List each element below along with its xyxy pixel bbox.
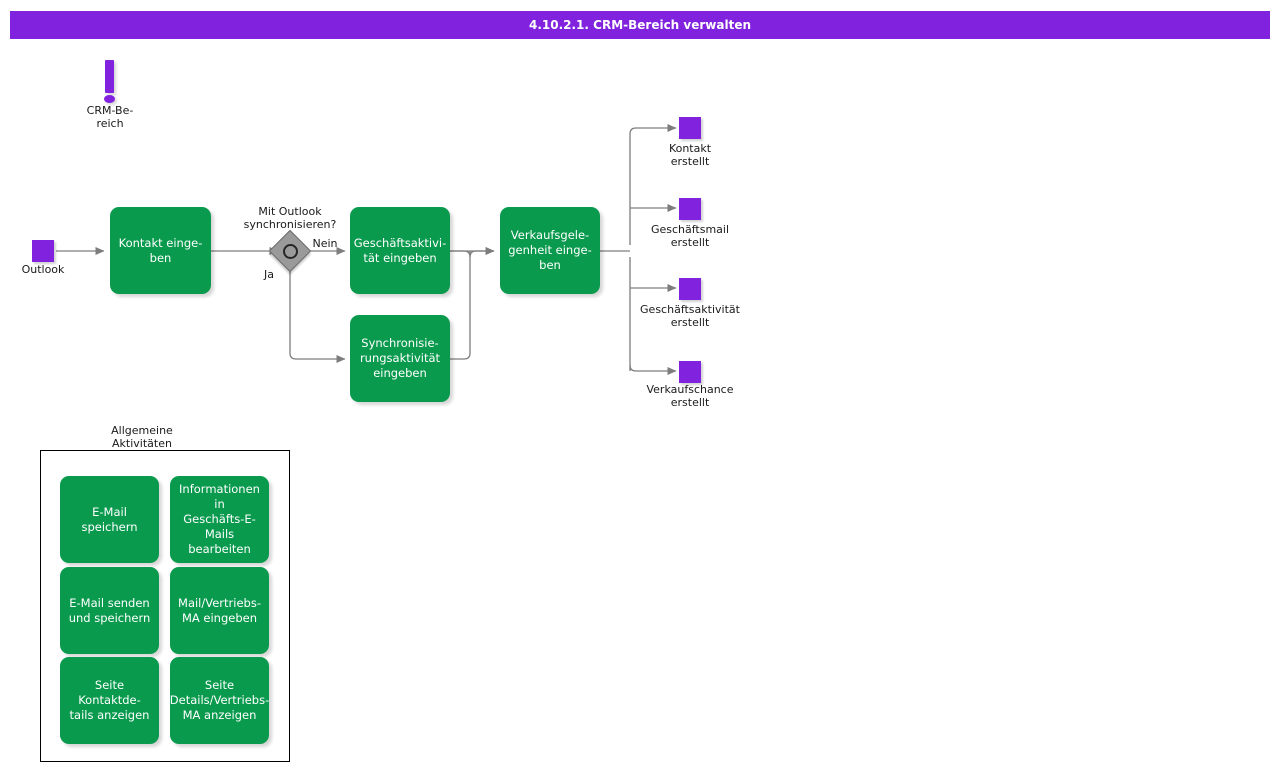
task-informationen-in-geschaefts-e-mails-bearbeiten[interactable]: Informationen in Geschäfts-E- Mails bear… [170, 476, 269, 563]
task-seite-details-vertriebs-ma-anzeigen[interactable]: Seite Details/Vertriebs- MA anzeigen [170, 657, 269, 744]
gateway-branch-yes-label: Ja [264, 268, 274, 281]
task-synchronisierungsaktivitaet-eingeben[interactable]: Synchronisie- rungsaktivität eingeben [350, 315, 450, 402]
gateway-branch-no-label: Nein [312, 237, 338, 250]
task-geschaeftsaktivitaet-eingeben[interactable]: Geschäftsaktivi- tät eingeben [350, 207, 450, 294]
exclamation-icon [105, 60, 114, 93]
task-seite-kontaktdetails-anzeigen[interactable]: Seite Kontaktde- tails anzeigen [60, 657, 159, 744]
group-title: Allgemeine Aktivitäten [111, 424, 173, 450]
annotation-label: CRM-Be- reich [86, 104, 134, 130]
task-mail-vertriebs-ma-eingeben[interactable]: Mail/Vertriebs- MA eingeben [170, 567, 269, 654]
start-event-outlook-label: Outlook [21, 263, 65, 276]
group-frame-allgemeine-aktivitaeten [40, 450, 290, 762]
end-event-verkaufschance-erstellt-label: Verkaufschance erstellt [646, 383, 734, 409]
end-event-geschaeftsmail-erstellt[interactable] [679, 198, 701, 220]
exclamation-dot-icon [104, 95, 115, 103]
end-event-kontakt-erstellt-label: Kontakt erstellt [668, 142, 712, 168]
end-event-verkaufschance-erstellt[interactable] [679, 361, 701, 383]
task-email-speichern[interactable]: E-Mail speichern [60, 476, 159, 563]
end-event-geschaeftsmail-erstellt-label: Geschäftsmail erstellt [650, 223, 730, 249]
gateway-ring-icon [283, 244, 298, 259]
end-event-geschaeftsaktivitaet-erstellt-label: Geschäftsaktivität erstellt [640, 303, 740, 329]
end-event-kontakt-erstellt[interactable] [679, 117, 701, 139]
task-verkaufsgelegenheit-eingeben[interactable]: Verkaufsgele- genheit einge- ben [500, 207, 600, 294]
end-event-geschaeftsaktivitaet-erstellt[interactable] [679, 278, 701, 300]
task-email-senden-und-speichern[interactable]: E-Mail senden und speichern [60, 567, 159, 654]
gateway-question-label: Mit Outlook synchronisieren? [243, 205, 337, 231]
page-title: 4.10.2.1. CRM-Bereich verwalten [10, 11, 1270, 39]
task-kontakt-eingeben[interactable]: Kontakt einge- ben [110, 207, 211, 294]
start-event-outlook[interactable] [32, 240, 54, 262]
